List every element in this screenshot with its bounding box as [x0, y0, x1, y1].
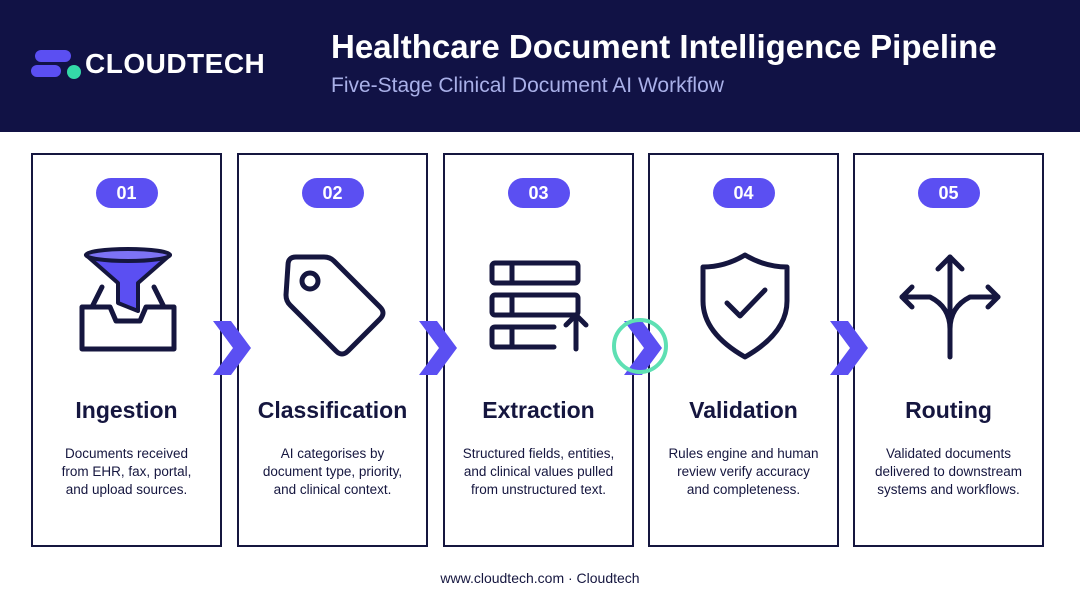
flow-arrow-icon [419, 321, 457, 375]
stage-title: Routing [905, 397, 992, 423]
brand-logo: CLOUDTECH [31, 44, 265, 84]
stage-number-badge: 03 [507, 178, 570, 208]
stage-number-badge: 02 [301, 178, 364, 208]
stage-number-badge: 01 [95, 178, 158, 208]
shield-check-icon [685, 245, 805, 365]
footer-text: www.cloudtech.com · Cloudtech [440, 570, 640, 586]
stage-card-extraction: 03 Extraction Structured fields, entitie… [443, 153, 634, 547]
flow-arrow-icon [830, 321, 868, 375]
tag-icon [274, 245, 394, 365]
flow-arrow-icon [213, 321, 251, 375]
split-arrows-icon [890, 245, 1010, 365]
stage-title: Extraction [482, 397, 595, 423]
stage-description: Structured fields, entities,and clinical… [462, 446, 615, 497]
funnel-inbox-icon [68, 245, 188, 365]
stage-title: Validation [689, 397, 798, 423]
stacked-fields-upload-icon [480, 245, 600, 365]
header-banner: CLOUDTECH Healthcare Document Intelligen… [0, 0, 1080, 132]
stage-number-badge: 05 [917, 178, 980, 208]
stage-title: Classification [257, 397, 408, 423]
stage-title: Ingestion [75, 397, 178, 423]
logo-mark-icon [31, 46, 83, 82]
brand-name: CLOUDTECH [85, 48, 266, 79]
page-subtitle: Five-Stage Clinical Document AI Workflow [331, 74, 724, 97]
highlight-ring [612, 318, 668, 374]
stage-number-badge: 04 [712, 178, 775, 208]
page-title: Healthcare Document Intelligence Pipelin… [331, 28, 997, 65]
